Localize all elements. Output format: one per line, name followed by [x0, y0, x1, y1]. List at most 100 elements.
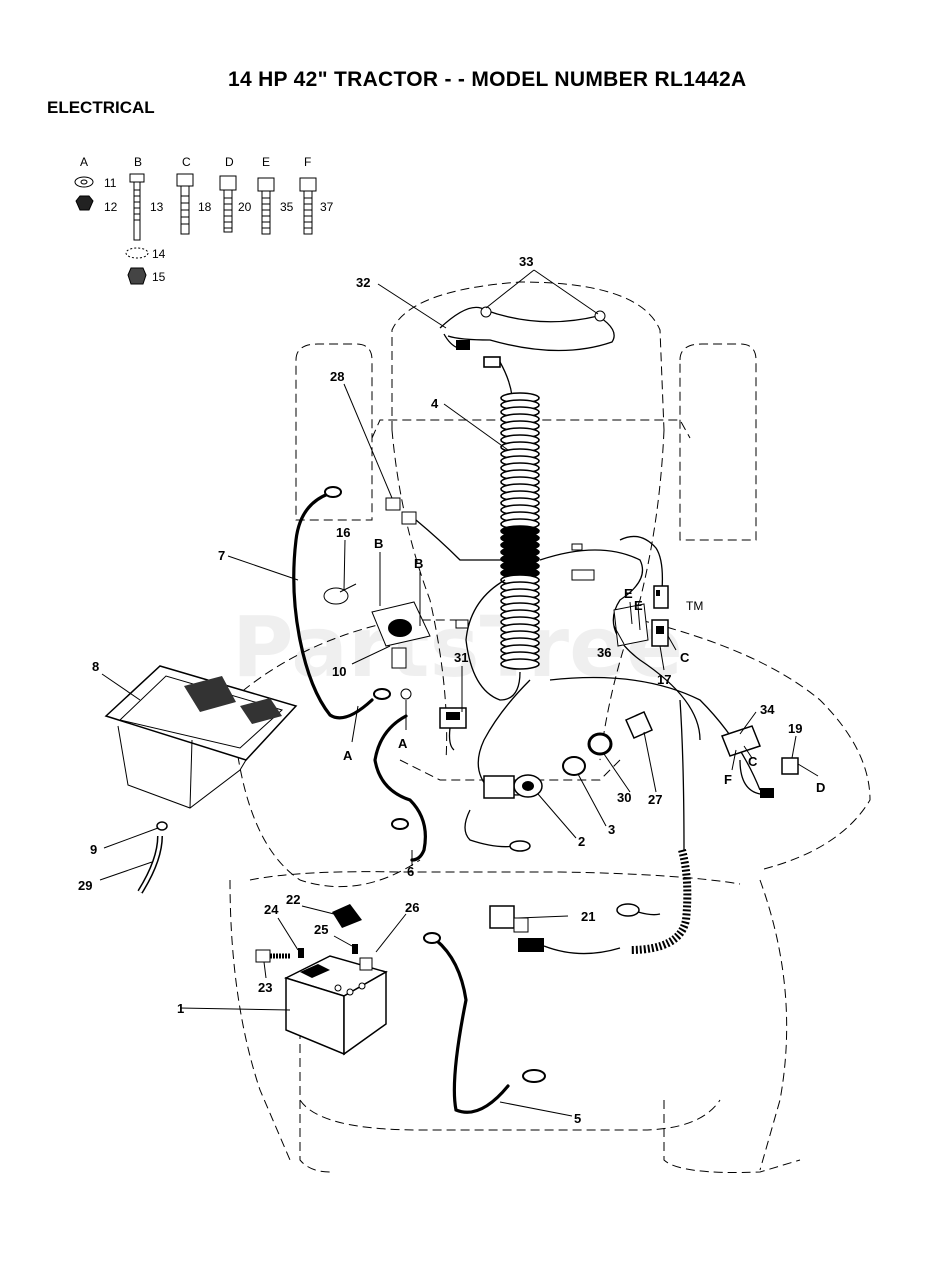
hardware-letter-b: B [134, 155, 142, 169]
frame-left [391, 429, 448, 761]
leader-4 [443, 403, 509, 451]
leader-22 [301, 905, 335, 915]
callout-17: 17 [657, 672, 671, 687]
bolt-13-thread [134, 189, 140, 221]
leader-19 [791, 735, 797, 759]
grommet-30 [587, 732, 613, 756]
bolt-35-head [257, 177, 275, 192]
lock-washer-hole [80, 179, 88, 185]
callout-33: 33 [519, 254, 533, 269]
nut-25 [352, 944, 358, 954]
callout-1: 1 [177, 1001, 184, 1016]
switch-19 [781, 757, 799, 775]
letter-b-right: B [414, 556, 423, 571]
ignition-switch-face [656, 626, 664, 634]
callout-3: 3 [608, 822, 615, 837]
wire-to-conduit [415, 519, 506, 561]
headlight-connector-32 [456, 340, 470, 350]
battery-cable-6 [373, 714, 427, 862]
leader-23 [263, 961, 267, 979]
leader-29 [99, 861, 153, 881]
leader-33 [485, 269, 599, 315]
section-heading: ELECTRICAL [47, 98, 155, 117]
battery-cable-7 [292, 492, 374, 720]
callout-8: 8 [92, 659, 99, 674]
callout-22: 22 [286, 892, 300, 907]
bolt-20-head [219, 175, 237, 191]
leader-2 [537, 793, 577, 839]
callout-27: 27 [648, 792, 662, 807]
leader-b-pointers [379, 552, 421, 626]
solenoid-ring-lead [637, 911, 661, 916]
leader-1 [179, 1007, 291, 1011]
switch-19-connector [760, 788, 774, 798]
letter-c-two: C [748, 754, 758, 769]
leader-10 [351, 645, 391, 665]
battery-cap-1 [334, 984, 342, 992]
callout-2: 2 [578, 834, 585, 849]
solenoid-21 [489, 905, 515, 929]
callout-21: 21 [581, 909, 595, 924]
front-right-wheel [679, 343, 757, 541]
callout-29: 29 [78, 878, 92, 893]
hardware-letter-c: C [182, 155, 191, 169]
switch-19-lead [739, 759, 761, 795]
leader-3 [577, 773, 607, 827]
bolt-35-shank [261, 190, 271, 235]
headlight-wire-lead [443, 333, 459, 349]
bolt-18-head [176, 173, 194, 187]
harness-plug [571, 543, 583, 551]
leader-16 [343, 539, 346, 591]
callout-34: 34 [760, 702, 775, 717]
leader-28 [343, 383, 393, 499]
harness-branch-seat [549, 676, 761, 791]
connector-28-mate [401, 511, 417, 525]
harness-connector [483, 356, 501, 368]
bolt-37-thread [304, 197, 312, 229]
bolt-23-head [255, 949, 271, 963]
sender-2-core [522, 781, 534, 791]
leader-8 [101, 673, 141, 701]
bolt-18-thread [181, 195, 189, 225]
nut-24 [298, 948, 304, 958]
seat-pan-top [249, 871, 741, 885]
rear-left-fender [229, 879, 291, 1161]
rear-left-wheel [299, 1100, 331, 1173]
switch-27 [625, 711, 653, 739]
leader-a-pointers [351, 700, 407, 743]
battery-terminal-cover [300, 964, 330, 978]
callout-9: 9 [90, 842, 97, 857]
solenoid-ring-terminal [616, 903, 640, 917]
battery-cable-5 [434, 938, 510, 1114]
coiled-cable-lead [679, 699, 685, 851]
bracket-34 [721, 725, 761, 757]
hardware-number-13: 13 [150, 200, 164, 214]
leader-e-pointers [629, 601, 641, 631]
conduit-ring [500, 658, 540, 670]
leader-21 [517, 915, 569, 919]
rear-right-fender [759, 879, 788, 1171]
part-callouts: 1 2 3 4 5 6 7 8 9 10 16 17 19 21 22 23 2… [78, 254, 802, 1126]
callout-26: 26 [405, 900, 419, 915]
leader-24 [277, 917, 299, 951]
leader-7 [227, 555, 299, 581]
headlight-bulb-33-left [480, 306, 492, 318]
frame-right [599, 429, 665, 761]
bolt-35-thread [262, 197, 270, 229]
leader-27 [643, 731, 657, 793]
bolt-37-head [299, 177, 317, 192]
leader-5 [499, 1101, 573, 1117]
relay-block [483, 775, 515, 799]
harness-branch-lower [477, 679, 541, 796]
battery-tray-8 [104, 665, 298, 809]
headlight-harness [439, 306, 615, 397]
hardware-legend: A B C D E F 11 12 13 14 15 18 20 [74, 155, 334, 285]
callout-10: 10 [332, 664, 346, 679]
callout-30: 30 [617, 790, 631, 805]
solenoid-21-connector [518, 938, 544, 952]
leader-30 [603, 753, 631, 793]
letter-c-one: C [680, 650, 690, 665]
leader-32 [377, 283, 447, 329]
tube-29 [137, 835, 163, 894]
deck-right [639, 619, 871, 871]
